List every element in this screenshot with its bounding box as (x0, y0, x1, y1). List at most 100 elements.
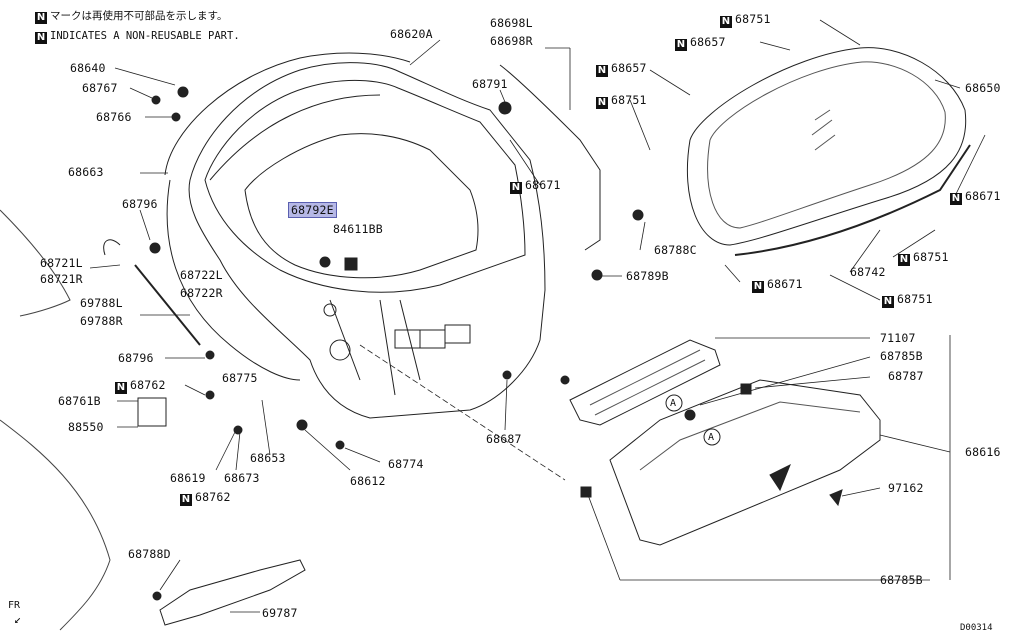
non-reusable-badge: N (596, 65, 608, 77)
part-number: 68762 (195, 490, 231, 504)
tailgate-panel (188, 62, 546, 419)
part-label[interactable]: 68653 (250, 451, 286, 465)
part-label[interactable]: 84611BB (333, 222, 383, 236)
part-label[interactable]: 68788C (654, 243, 697, 257)
non-reusable-badge: N (752, 281, 764, 293)
callout-circle-a2 (703, 428, 721, 446)
part-label[interactable]: 68785B (880, 349, 923, 363)
part-label[interactable]: 68742 (850, 265, 886, 279)
part-label[interactable]: 68616 (965, 445, 1001, 459)
part-label[interactable]: 68791 (472, 77, 508, 91)
part-label[interactable]: 68698R (490, 34, 533, 48)
non-reusable-badge: N (35, 12, 47, 24)
part-label[interactable]: 69787 (262, 606, 298, 620)
non-reusable-badge: N (596, 97, 608, 109)
small-parts (149, 86, 843, 601)
part-label-highlighted[interactable]: 68792E (288, 202, 337, 218)
non-reusable-badge: N (675, 39, 687, 51)
part-label[interactable]: 69788L (80, 296, 123, 310)
highlighted-part-number: 68792E (288, 202, 337, 218)
non-reusable-badge: N (180, 494, 192, 506)
part-label[interactable]: 97162 (888, 481, 924, 495)
non-reusable-badge: N (882, 296, 894, 308)
non-reusable-badge: N (720, 16, 732, 28)
part-label[interactable]: 68788D (128, 547, 171, 561)
part-label[interactable]: 68721R (40, 272, 83, 286)
part-label[interactable]: 68721L (40, 256, 83, 270)
part-label[interactable]: 68619 (170, 471, 206, 485)
part-number: 68671 (525, 178, 561, 192)
part-label[interactable]: 68698L (490, 16, 533, 30)
part-label[interactable]: 68785B (880, 573, 923, 587)
part-number: 68751 (897, 292, 933, 306)
front-direction-label: FR (8, 600, 21, 611)
part-label[interactable]: 68620A (390, 27, 433, 41)
part-label[interactable]: 68650 (965, 81, 1001, 95)
direction-arrow-icon: ↙ (14, 612, 22, 626)
part-label[interactable]: 68774 (388, 457, 424, 471)
part-label[interactable]: 68767 (82, 81, 118, 95)
callout-circle-a1 (665, 394, 683, 412)
part-label[interactable]: 68673 (224, 471, 260, 485)
non-reusable-badge: N (115, 382, 127, 394)
part-label[interactable]: 88550 (68, 420, 104, 434)
part-label[interactable]: 68640 (70, 61, 106, 75)
part-label[interactable]: 71107 (880, 331, 916, 345)
vehicle-body-outline (0, 209, 111, 631)
part-number: 68751 (913, 250, 949, 264)
non-reusable-badge: N (950, 193, 962, 205)
part-number: 68762 (130, 378, 166, 392)
part-number: 68657 (690, 35, 726, 49)
lower-garnish (159, 559, 306, 626)
weatherstrip (164, 52, 411, 381)
part-label[interactable]: 68766 (96, 110, 132, 124)
diagram-code: D00314 (960, 623, 993, 633)
gas-strut (103, 239, 201, 346)
part-number: 68671 (767, 277, 803, 291)
non-reusable-badge: N (510, 182, 522, 194)
stop-lamp-bracket (569, 339, 721, 426)
part-label[interactable]: 68761B (58, 394, 101, 408)
rear-spoiler (609, 379, 881, 546)
part-label[interactable]: 68612 (350, 474, 386, 488)
part-label[interactable]: 68687 (486, 432, 522, 446)
legend-text-en: INDICATES A NON-REUSABLE PART. (50, 30, 240, 42)
part-number: 68751 (735, 12, 771, 26)
leader-lines (89, 19, 986, 613)
pillar-trim (499, 64, 601, 251)
part-number: 68657 (611, 61, 647, 75)
legend-text-jp: マークは再使用不可部品を示します。 (50, 10, 228, 22)
callout-letter: A (708, 432, 715, 443)
part-label[interactable]: 68796 (122, 197, 158, 211)
part-number: 68751 (611, 93, 647, 107)
part-label[interactable]: 68796 (118, 351, 154, 365)
part-label[interactable]: 68787 (888, 369, 924, 383)
part-label[interactable]: 68775 (222, 371, 258, 385)
non-reusable-badge: N (35, 32, 47, 44)
part-label[interactable]: 68722R (180, 286, 223, 300)
rear-glass (686, 47, 971, 256)
control-unit (137, 397, 167, 427)
part-label[interactable]: 69788R (80, 314, 123, 328)
non-reusable-badge: N (898, 254, 910, 266)
part-number: 68671 (965, 189, 1001, 203)
part-label[interactable]: 68789B (626, 269, 669, 283)
callout-letter: A (670, 398, 677, 409)
part-label[interactable]: 68663 (68, 165, 104, 179)
part-label[interactable]: 68722L (180, 268, 223, 282)
